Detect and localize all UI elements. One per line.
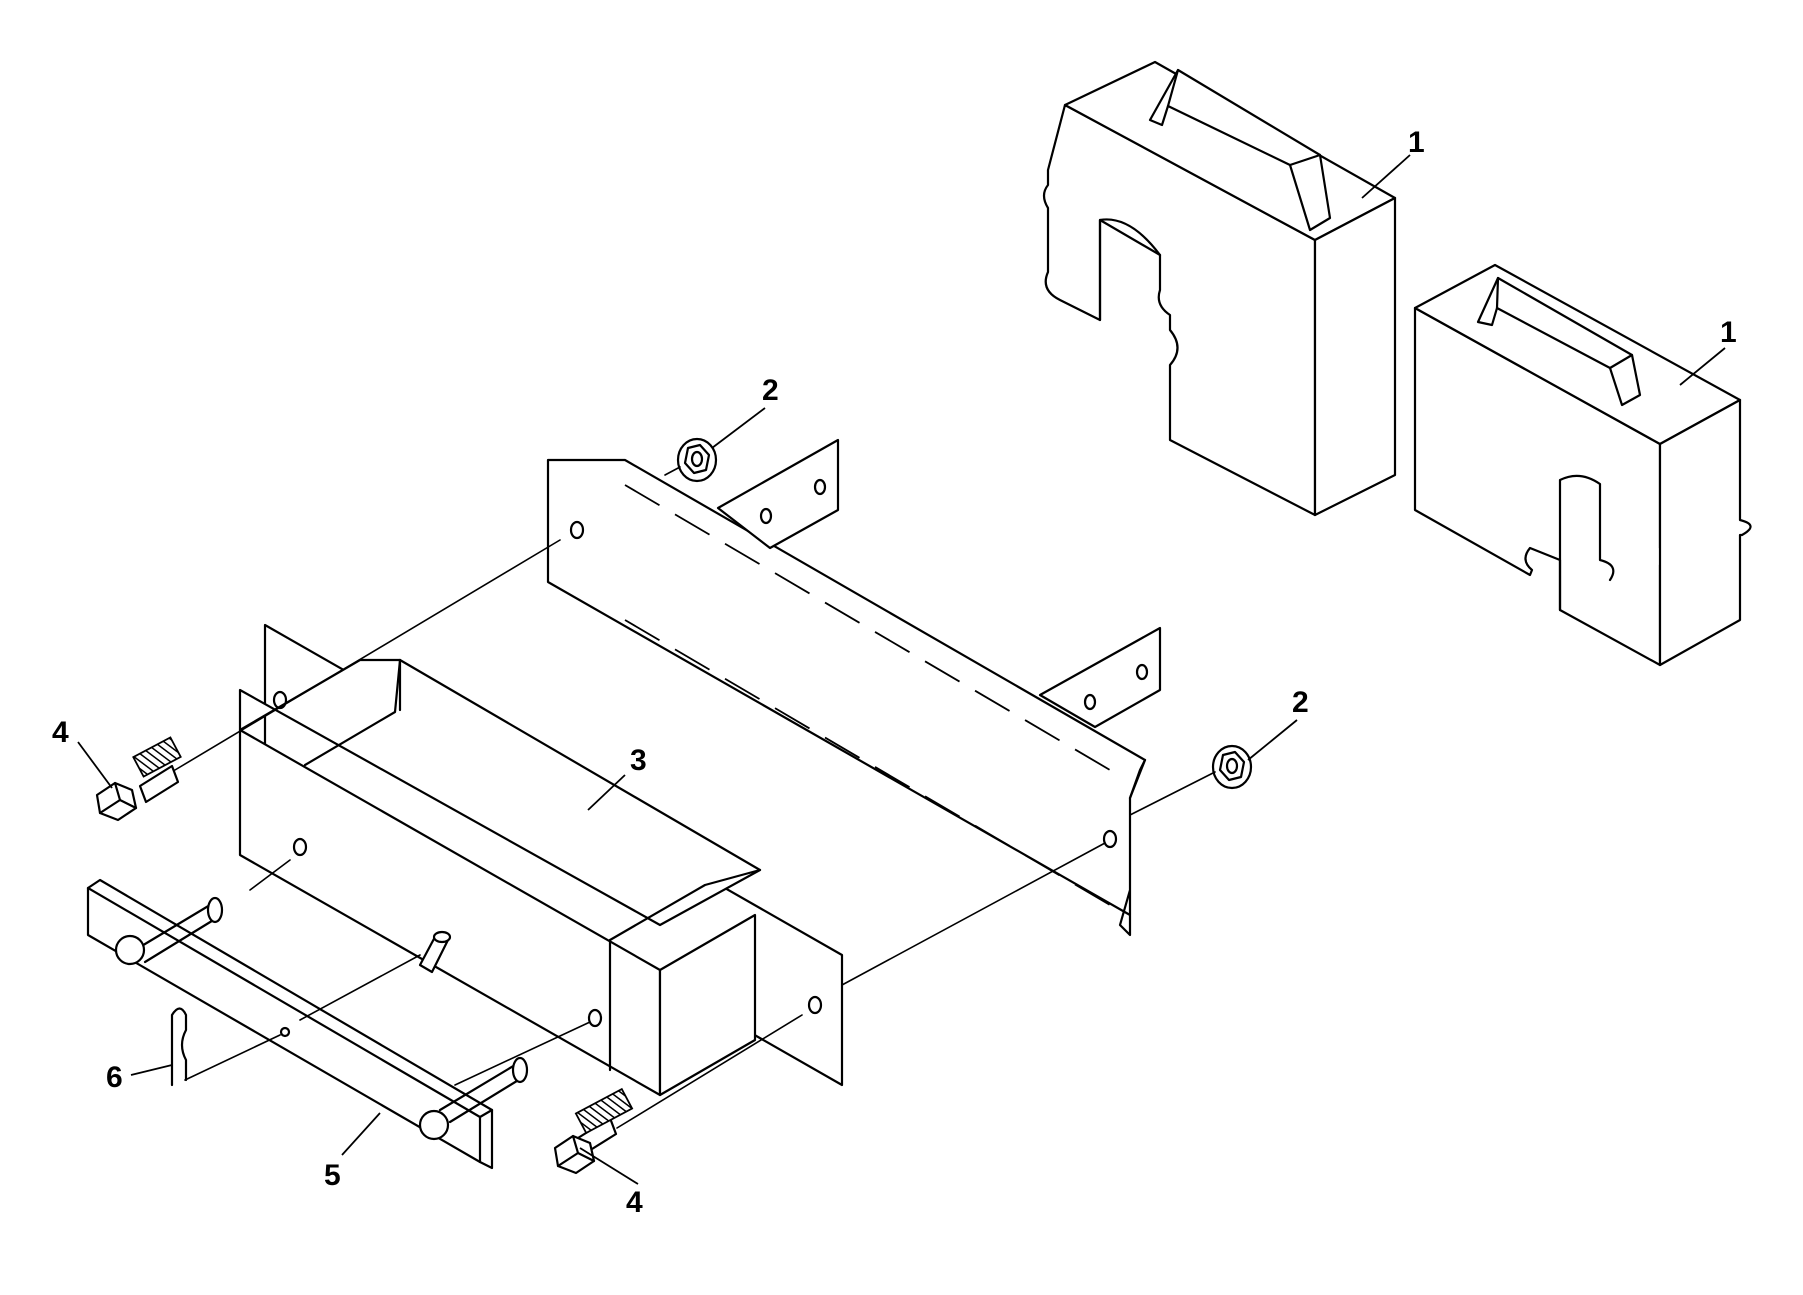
suitcase-weight-rear [1042, 60, 1397, 517]
assembly-lines [174, 466, 1216, 1129]
hidden-line [624, 619, 1111, 906]
callout-1a: 1 [1408, 126, 1425, 159]
retainer-bar [86, 878, 529, 1170]
callout-5: 5 [324, 1159, 341, 1192]
center-pin [418, 930, 452, 974]
hex-bolt-lower [553, 1087, 634, 1175]
hair-pin [170, 1007, 188, 1087]
callout-6: 6 [106, 1061, 123, 1094]
rear-mounting-plate [546, 438, 1162, 937]
callout-2a: 2 [762, 374, 779, 407]
flange-nut-upper [676, 437, 718, 483]
weight-bracket [238, 623, 844, 1097]
callout-1b: 1 [1720, 316, 1737, 349]
hex-bolt-upper [95, 736, 182, 822]
callout-3: 3 [630, 744, 647, 777]
suitcase-weight-front [1413, 263, 1752, 667]
callout-4b: 4 [626, 1186, 643, 1219]
callout-leaders [77, 154, 1726, 1185]
hidden-line [624, 484, 1111, 771]
callout-2b: 2 [1292, 686, 1309, 719]
flange-nut-lower [1211, 744, 1253, 790]
callout-4a: 4 [52, 716, 69, 749]
